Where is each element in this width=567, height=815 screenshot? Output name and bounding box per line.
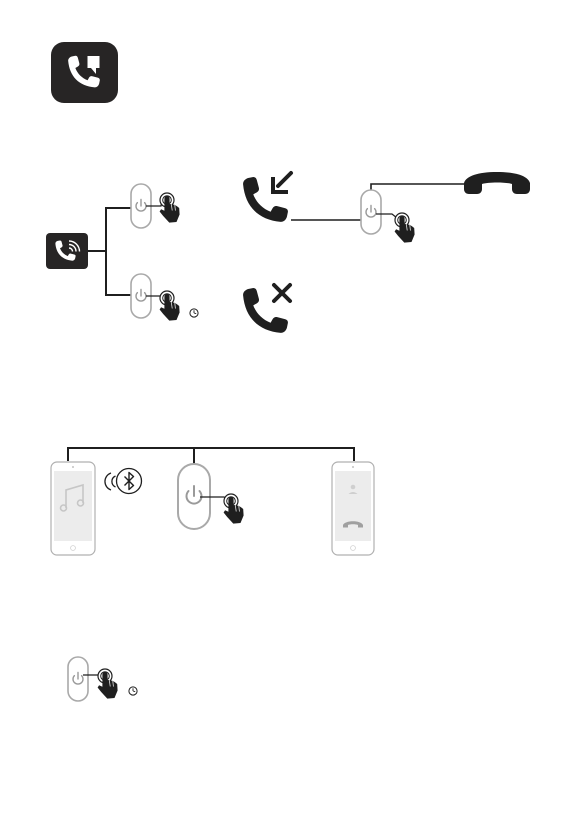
branch-connector	[88, 208, 131, 295]
hold-timer-icon	[129, 687, 137, 695]
incoming-call-icon	[243, 173, 291, 222]
hold-timer-icon	[190, 309, 198, 317]
call-phone	[332, 462, 374, 555]
press-hand-icon	[160, 291, 180, 321]
press-hand-icon	[395, 213, 415, 243]
header-phone-message-icon	[51, 42, 118, 103]
call-control-section	[46, 172, 530, 333]
press-hand-icon	[98, 669, 118, 699]
standalone-long-press	[68, 657, 101, 701]
rejected-call-icon	[243, 285, 290, 333]
ringing-phone-icon	[46, 233, 88, 269]
bluetooth-icon	[105, 469, 142, 494]
press-hand-icon	[160, 193, 180, 223]
hang-up-icon	[464, 172, 530, 194]
media-control-section	[51, 448, 374, 555]
large-multifunction-button	[178, 464, 228, 529]
top-connector	[68, 448, 354, 464]
hangup-button	[361, 190, 397, 234]
press-hand-icon	[224, 494, 244, 524]
short-press-button	[131, 184, 162, 228]
long-press-button	[131, 274, 162, 318]
music-phone	[51, 462, 95, 555]
